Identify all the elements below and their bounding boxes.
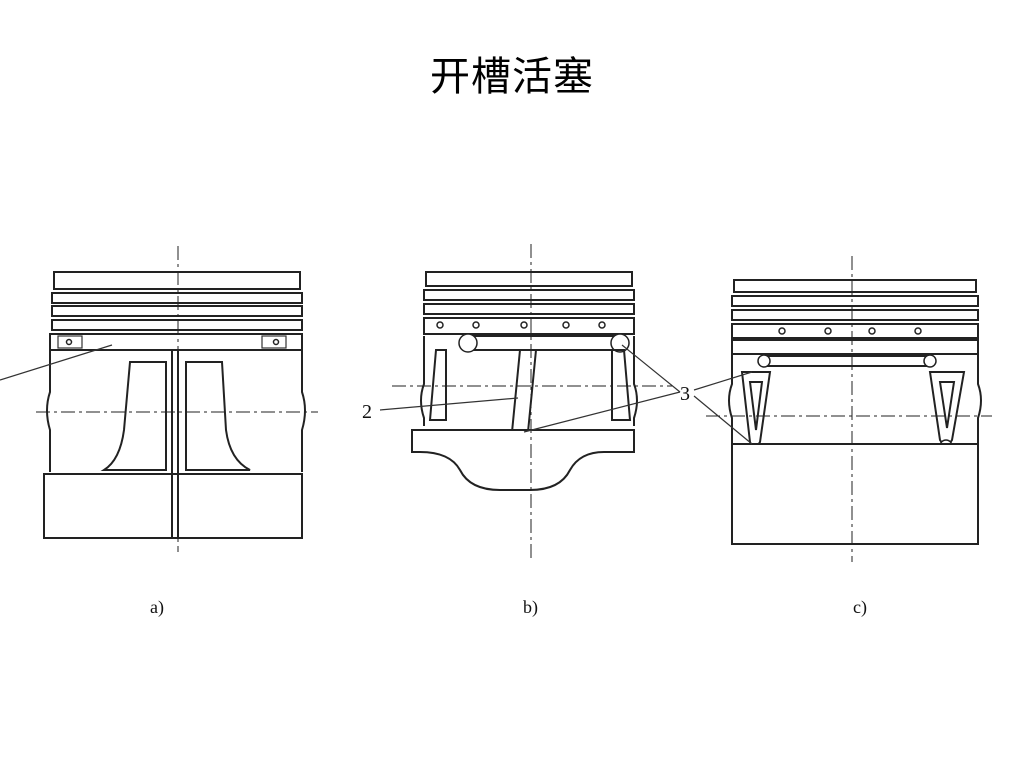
leader-line [523, 391, 681, 433]
skirt-window [100, 361, 167, 471]
leader-line [379, 397, 519, 411]
figure-caption: b) [523, 597, 538, 618]
callout-3: 3 [680, 383, 690, 405]
skirt-window [611, 349, 632, 421]
oil-hole-dot [272, 338, 280, 346]
oil-hole [914, 327, 922, 335]
callout-2: 2 [362, 401, 372, 423]
skirt-outline [977, 354, 982, 444]
skirt-outline [46, 350, 51, 472]
slide-title: 开槽活塞 [430, 54, 594, 100]
oil-hole [778, 327, 786, 335]
figure-caption: c) [853, 597, 867, 618]
oil-ring-band [49, 333, 303, 351]
leader-line [693, 395, 753, 445]
oil-ring-band [731, 323, 979, 339]
skirt-window [185, 361, 251, 471]
leader-line [0, 344, 113, 381]
slot-end-hole [923, 354, 937, 368]
horizontal-slot [764, 355, 930, 367]
leader-line [621, 344, 681, 393]
oil-hole [436, 321, 444, 329]
piston-figure-c: c) [693, 256, 992, 618]
skirt-window [428, 349, 447, 421]
ring-land [731, 339, 979, 355]
piston-ring [51, 319, 303, 331]
oil-hole [598, 321, 606, 329]
triangular-slot [748, 381, 764, 431]
skirt-outline [301, 350, 306, 472]
leader-line [693, 371, 753, 391]
oil-hole [520, 321, 528, 329]
piston-ring [51, 292, 303, 304]
piston-ring [733, 279, 977, 293]
piston-ring [423, 289, 635, 301]
piston-ring [731, 295, 979, 307]
oil-hole [562, 321, 570, 329]
slot-end-hole [757, 354, 771, 368]
piston-ring [423, 303, 635, 315]
triangular-slot [938, 381, 956, 429]
oil-hole [868, 327, 876, 335]
skirt-lower [411, 429, 635, 491]
oil-hole [824, 327, 832, 335]
skirt-outline [728, 354, 733, 444]
slot-end-hole [458, 333, 478, 353]
piston-ring [425, 271, 633, 287]
oil-hole-dot [65, 338, 73, 346]
skirt-outline [633, 336, 638, 426]
horizontal-slot [468, 335, 620, 351]
figure-caption: a) [150, 597, 164, 618]
oil-hole [472, 321, 480, 329]
triangular-slot [740, 371, 772, 448]
piston-figure-a: a) [0, 246, 318, 618]
piston-ring [53, 271, 301, 290]
piston-ring [731, 309, 979, 321]
oil-hole [261, 335, 287, 349]
skirt-outline [420, 336, 425, 426]
piston-ring [51, 305, 303, 317]
piston-figure-b: 2 3 b) [362, 244, 690, 618]
skirt-lower [731, 443, 979, 545]
oil-hole [57, 335, 83, 349]
diagonal-slot [510, 349, 537, 440]
